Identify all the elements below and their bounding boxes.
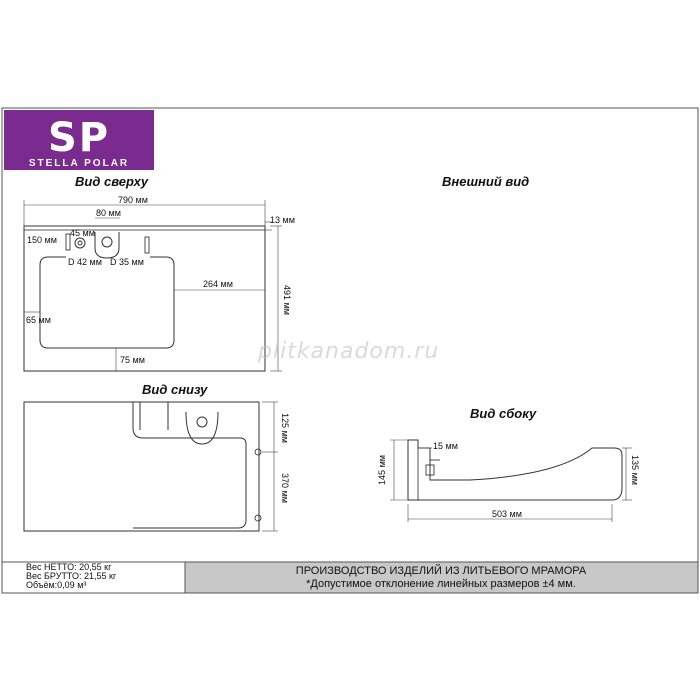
stella-polar-logo: SP STELLA POLAR bbox=[4, 110, 154, 170]
title-side-view: Вид сбоку bbox=[470, 406, 537, 421]
banner-line-2: *Допустимое отклонение линейных размеров… bbox=[306, 578, 576, 590]
dim-hole-offset-45: 45 мм bbox=[70, 228, 95, 238]
dim-side-height-145: 145 мм bbox=[377, 455, 387, 485]
dim-bottom-370: 370 мм bbox=[280, 473, 290, 503]
dim-depth-491: 491 мм bbox=[282, 285, 292, 315]
banner-line-1: ПРОИЗВОДСТВО ИЗДЕЛИЙ ИЗ ЛИТЬЕВОГО МРАМОР… bbox=[296, 564, 587, 577]
dim-hole-diameter-35: D 35 мм bbox=[110, 257, 144, 267]
specs-block: Вес НЕТТО: 20,55 кг Вес БРУТТО: 21,55 кг… bbox=[26, 562, 117, 590]
dim-bottom-125: 125 мм bbox=[280, 413, 290, 443]
dim-left-offset-150: 150 мм bbox=[27, 235, 57, 245]
dim-tap-spacing-80: 80 мм bbox=[96, 208, 121, 218]
spec-net-weight: Вес НЕТТО: 20,55 кг bbox=[26, 562, 112, 572]
dim-side-length-503: 503 мм bbox=[492, 509, 522, 519]
top-view: 790 мм 80 мм 45 мм 150 мм D 42 мм D 35 м… bbox=[23, 195, 295, 372]
dim-hole-diameter-42: D 42 мм bbox=[68, 257, 102, 267]
dim-side-height-135: 135 мм bbox=[630, 455, 640, 485]
dim-side-inset-15: 15 мм bbox=[433, 441, 458, 451]
dim-width-790: 790 мм bbox=[118, 195, 148, 205]
spec-volume: Объём:0,09 м³ bbox=[26, 580, 86, 590]
dim-thickness-13: 13 мм bbox=[270, 215, 295, 225]
watermark: plitkanadom.ru bbox=[257, 339, 439, 364]
dim-front-margin-75: 75 мм bbox=[120, 355, 145, 365]
title-top-view: Вид сверху bbox=[75, 174, 149, 189]
logo-monogram: SP bbox=[48, 115, 110, 161]
side-view: 15 мм 145 мм 135 мм 503 мм bbox=[377, 439, 640, 522]
footer-banner bbox=[184, 561, 699, 594]
dim-right-offset-264: 264 мм bbox=[203, 279, 233, 289]
bottom-view: 125 мм 370 мм bbox=[23, 401, 290, 532]
dim-left-margin-65: 65 мм bbox=[26, 315, 51, 325]
logo-background bbox=[4, 110, 154, 170]
bottom-outline bbox=[23, 401, 260, 532]
title-external-view: Внешний вид bbox=[442, 174, 529, 189]
logo-wordmark: STELLA POLAR bbox=[29, 158, 129, 169]
top-outline bbox=[23, 225, 266, 372]
spec-gross-weight: Вес БРУТТО: 21,55 кг bbox=[26, 571, 117, 581]
title-bottom-view: Вид снизу bbox=[142, 382, 208, 397]
